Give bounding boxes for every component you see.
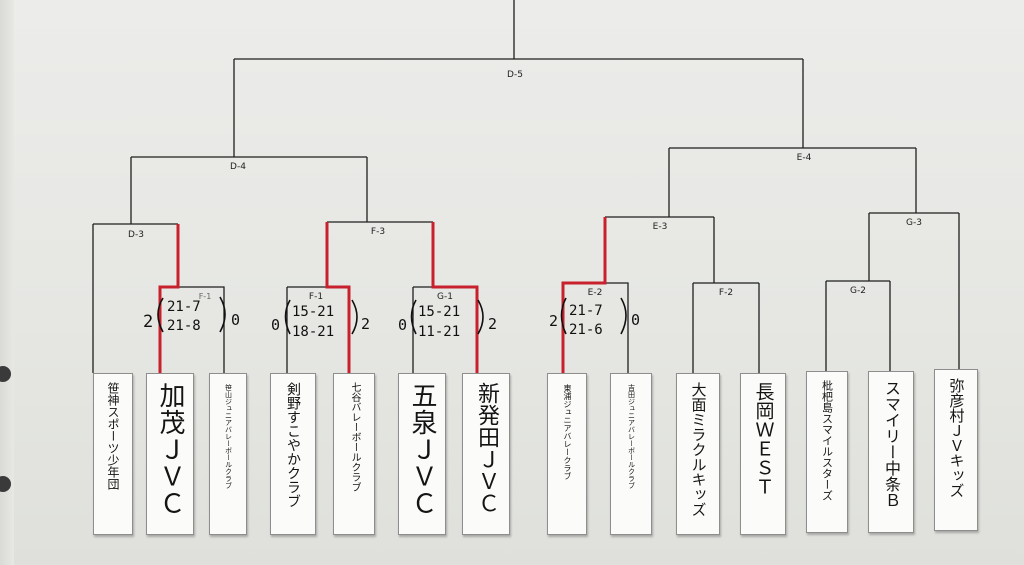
match-label-f2: F-2: [719, 288, 733, 298]
team-card: 吉田ジュニアバレーボールクラブ: [610, 373, 652, 535]
team-name: 新発田ＪＶＣ: [474, 382, 499, 514]
score-f1-set1: 15-21: [292, 304, 334, 320]
match-label-f1: F-1: [309, 292, 323, 302]
match-label-d3: D-3: [128, 230, 144, 240]
score-e2-left: 2: [549, 312, 558, 330]
team-name: 吉田ジュニアバレーボールクラブ: [627, 384, 636, 489]
match-label-g1: G-1: [437, 292, 453, 302]
team-card: 大面ミラクルキッズ: [676, 373, 720, 535]
winner-path: [431, 222, 479, 373]
team-name: 弥彦村ＪＶキッズ: [947, 378, 966, 498]
score-e2-right: 0: [631, 311, 640, 329]
team-name: 笹神スポーツ少年団: [106, 382, 120, 490]
score-e2-set2: 21-6: [569, 322, 603, 338]
team-card: 枇杷島スマイルスターズ: [806, 371, 848, 533]
score-g1-left: 0: [398, 316, 407, 334]
match-label-g2: G-2: [850, 286, 866, 296]
team-card: 弥彦村ＪＶキッズ: [934, 369, 978, 531]
team-name: 剣野すこやかクラブ: [285, 382, 301, 508]
match-label-e4: E-4: [797, 153, 812, 163]
team-name: 長岡ＷＥＳＴ: [752, 382, 775, 496]
winner-path: [158, 224, 180, 373]
team-card: 新発田ＪＶＣ: [462, 373, 510, 535]
team-card: 剣野すこやかクラブ: [270, 373, 316, 535]
score-m1-set1: 21-7: [167, 299, 201, 315]
score-f1-set2: 18-21: [292, 324, 334, 340]
team-name: 大面ミラクルキッズ: [689, 382, 708, 517]
team-name: 加茂ＪＶＣ: [155, 382, 185, 517]
match-label-d4: D-4: [230, 162, 246, 172]
match-label-d5: D-5: [507, 70, 523, 80]
score-f1-right: 2: [361, 315, 370, 333]
team-name: 東浦ジュニアバレークラブ: [563, 384, 572, 480]
score-g1-set1: 15-21: [418, 304, 460, 320]
team-card: 加茂ＪＶＣ: [146, 373, 194, 535]
punch-hole: [0, 366, 11, 382]
team-card: 東浦ジュニアバレークラブ: [547, 373, 587, 535]
score-f1-left: 0: [271, 316, 280, 334]
team-name: スマイリー中条Ｂ: [882, 380, 901, 508]
score-m1-right: 0: [231, 311, 240, 329]
score-e2-set1: 21-7: [569, 303, 603, 319]
score-g1-set2: 11-21: [418, 324, 460, 340]
team-card: 笹山ジュニアバレーボールクラブ: [209, 373, 247, 535]
match-label-e3: E-3: [653, 222, 668, 232]
team-card: 五泉ＪＶＣ: [398, 373, 446, 535]
team-card: スマイリー中条Ｂ: [868, 371, 914, 533]
match-label-e2: E-2: [588, 288, 603, 298]
punch-hole: [0, 476, 11, 492]
paper-edge: [0, 0, 14, 565]
match-label-g3: G-3: [906, 218, 922, 228]
score-m1-set2: 21-8: [167, 318, 201, 334]
match-label-m1: F-1: [199, 292, 212, 301]
team-card: 七谷バレーボールクラブ: [333, 373, 375, 535]
score-g1-right: 2: [488, 315, 497, 333]
team-name: 笹山ジュニアバレーボールクラブ: [224, 384, 233, 489]
team-name: 枇杷島スマイルスターズ: [820, 380, 834, 501]
team-name: 五泉ＪＶＣ: [407, 382, 437, 517]
match-label-f3: F-3: [371, 227, 385, 237]
team-name: 七谷バレーボールクラブ: [349, 382, 360, 492]
score-m1-left: 2: [143, 312, 153, 332]
winner-path: [325, 222, 351, 373]
team-card: 長岡ＷＥＳＴ: [740, 373, 786, 535]
team-card: 笹神スポーツ少年団: [93, 373, 133, 535]
